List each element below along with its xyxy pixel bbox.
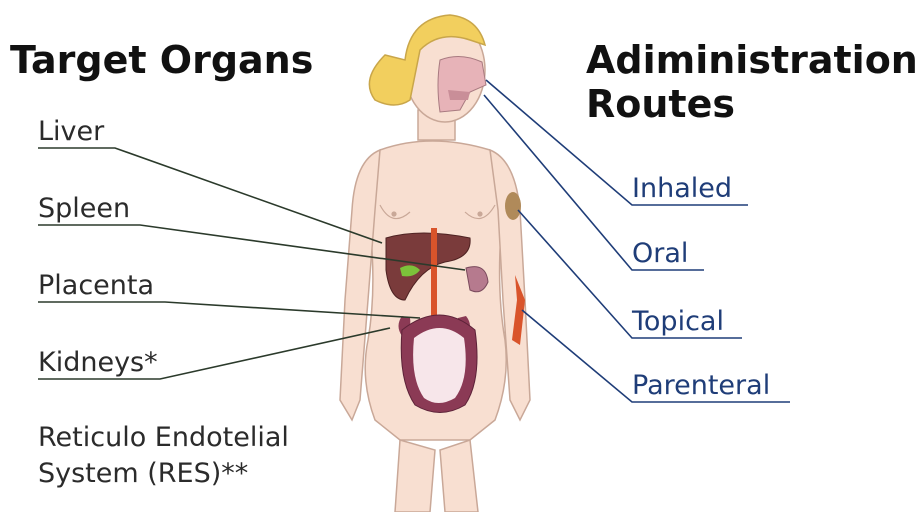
res-line2: System (RES)** [38,456,289,492]
administration-title-line2: Routes [586,82,918,126]
route-label-inhaled: Inhaled [632,173,732,205]
route-label-parenteral: Parenteral [632,370,770,402]
organ-label-res: Reticulo Endotelial System (RES)** [38,420,289,492]
organ-label-liver: Liver [38,116,104,148]
organ-label-kidneys: Kidneys* [38,347,158,379]
organ-label-placenta: Placenta [38,270,154,302]
topical-patch [505,192,521,220]
aorta [431,228,437,318]
administration-title-line1: Adiministration [586,38,918,82]
route-label-topical: Topical [632,306,724,338]
fetus [413,328,466,403]
target-organs-title: Target Organs [10,38,313,82]
head [369,15,486,122]
nasal-cavity [438,56,486,112]
res-line1: Reticulo Endotelial [38,420,289,456]
organ-label-spleen: Spleen [38,193,130,225]
route-label-oral: Oral [632,238,688,270]
administration-routes-title: Adiministration Routes [586,38,918,126]
